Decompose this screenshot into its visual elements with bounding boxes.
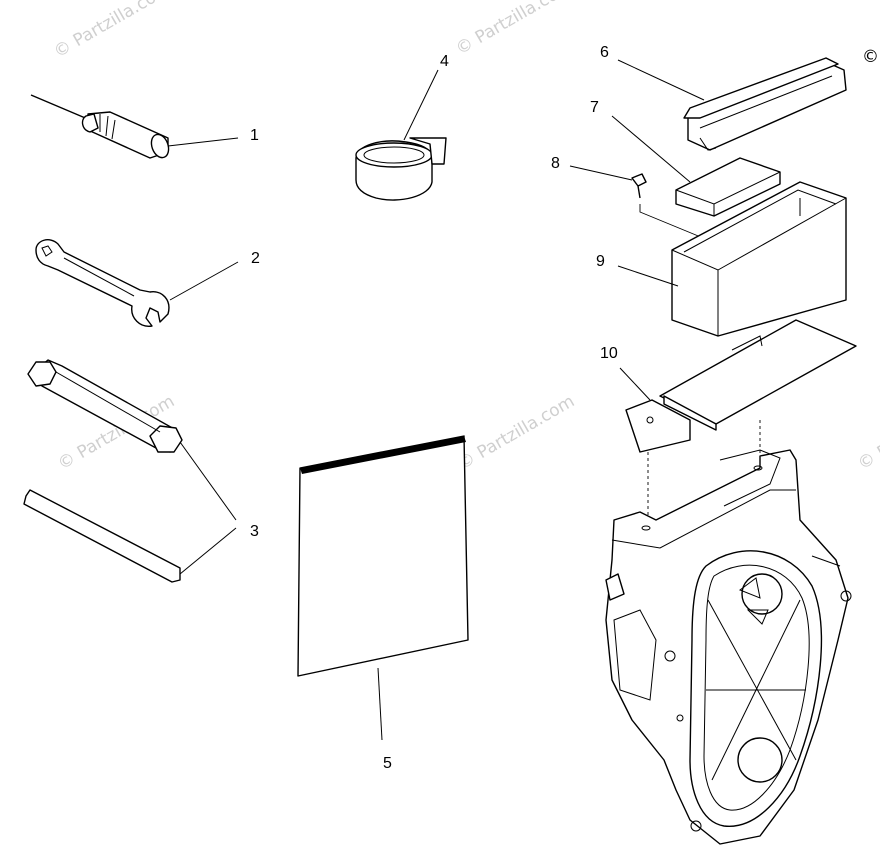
callout-3: 3	[250, 523, 259, 540]
watermark-top-left: © Partzilla.com	[51, 0, 175, 62]
screw	[569, 165, 709, 241]
watermark-mid-center: © Partzilla.com	[455, 391, 579, 474]
callout-9: 9	[596, 253, 605, 270]
callout-5: 5	[383, 755, 392, 772]
copyright-symbol: ©	[862, 47, 879, 67]
callout-10: 10	[600, 345, 618, 362]
owners-manual	[297, 435, 469, 741]
watermark-top-center: © Partzilla.com	[453, 0, 577, 59]
watermark-mid-right: © Partzilla.com	[855, 391, 880, 474]
callout-1: 1	[250, 127, 259, 144]
callout-4: 4	[440, 53, 449, 70]
callout-7: 7	[590, 99, 599, 116]
toolbox-lid	[617, 57, 847, 151]
drive-housing	[605, 449, 852, 845]
tommy-bar	[23, 489, 237, 583]
foam-pad	[611, 115, 781, 217]
callout-2: 2	[251, 250, 260, 267]
callout-6: 6	[600, 44, 609, 61]
toolbox	[617, 181, 847, 337]
callout-labels: 1 2 3 4 5 6 7 8 9 10	[250, 44, 618, 772]
wrench	[35, 239, 239, 327]
mounting-bracket	[619, 319, 857, 520]
tape-roll	[355, 69, 447, 201]
tube-wrench	[27, 359, 237, 521]
screwdriver	[30, 94, 239, 159]
callout-8: 8	[551, 155, 560, 172]
